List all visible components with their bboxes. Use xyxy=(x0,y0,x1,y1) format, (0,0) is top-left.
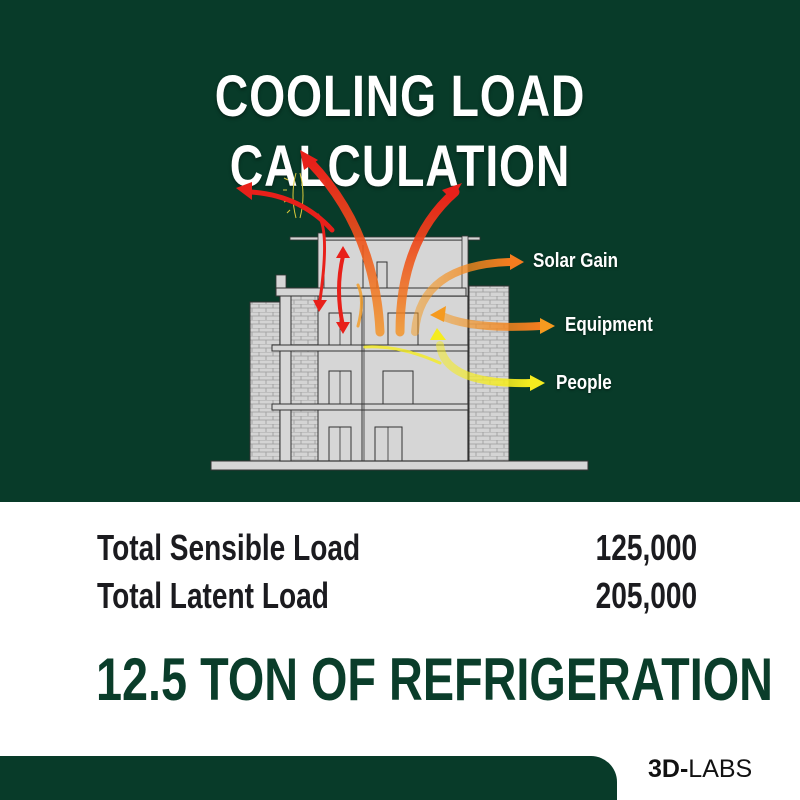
label-people: People xyxy=(556,372,612,394)
building-heat-diagram xyxy=(210,150,589,471)
load-row-latent: Total Latent Load 205,000 xyxy=(97,572,697,620)
refrigeration-result: 12.5 TON OF REFRIGERATION xyxy=(96,646,773,713)
sun-glare-icon xyxy=(283,172,304,219)
label-equipment: Equipment xyxy=(565,314,653,336)
heat-arrows-red xyxy=(236,150,462,337)
brand-light: LABS xyxy=(688,755,753,783)
heat-arrows-yellow xyxy=(363,328,545,391)
brand-logo: 3D-LABS xyxy=(648,755,752,783)
ground-slab xyxy=(210,460,589,471)
load-label: Total Sensible Load xyxy=(97,527,361,568)
load-label: Total Latent Load xyxy=(97,575,329,616)
hero-panel: COOLING LOAD CALCULATION xyxy=(0,0,800,502)
right-brick-wall xyxy=(468,285,510,462)
footer-bar xyxy=(0,756,617,800)
load-summary: Total Sensible Load 125,000 Total Latent… xyxy=(97,524,697,620)
page-title: COOLING LOAD CALCULATION xyxy=(214,64,586,199)
heat-arrows-orange xyxy=(356,254,555,336)
left-brick-wall xyxy=(249,301,281,462)
brand-bold: 3D- xyxy=(648,755,689,783)
label-solar-gain: Solar Gain xyxy=(533,250,619,272)
load-value: 205,000 xyxy=(595,575,697,616)
load-value: 125,000 xyxy=(595,527,697,568)
load-row-sensible: Total Sensible Load 125,000 xyxy=(97,524,697,572)
